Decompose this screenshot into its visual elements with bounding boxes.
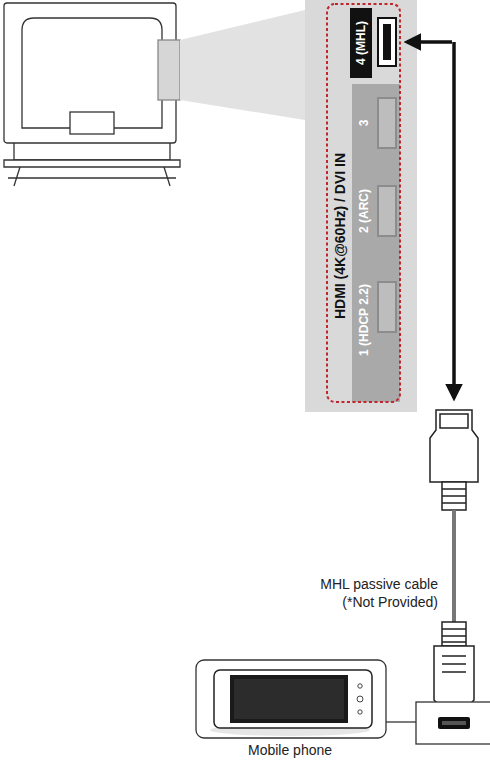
device-label: Mobile phone (210, 742, 370, 760)
connect-arrow (452, 42, 456, 398)
cable-label: MHL passive cable (*Not Provided) (296, 576, 438, 611)
port-group-label: HDMI (4K@60Hz) / DVI IN (330, 86, 350, 386)
port-number: 4 (MHL) (351, 10, 371, 76)
mobile-phone (196, 660, 490, 744)
port-panel (305, 0, 417, 412)
port-number: 2 (ARC) (355, 171, 373, 251)
connect-arrow (407, 40, 452, 44)
hdmi-plug (430, 410, 478, 510)
hdmi-sockets (378, 18, 396, 332)
port-number: 3 (355, 93, 373, 153)
tv-back (4, 3, 180, 186)
zoom-wedge (180, 10, 305, 120)
cable (452, 510, 456, 622)
port-number: 1 (HDCP 2.2) (355, 265, 373, 375)
